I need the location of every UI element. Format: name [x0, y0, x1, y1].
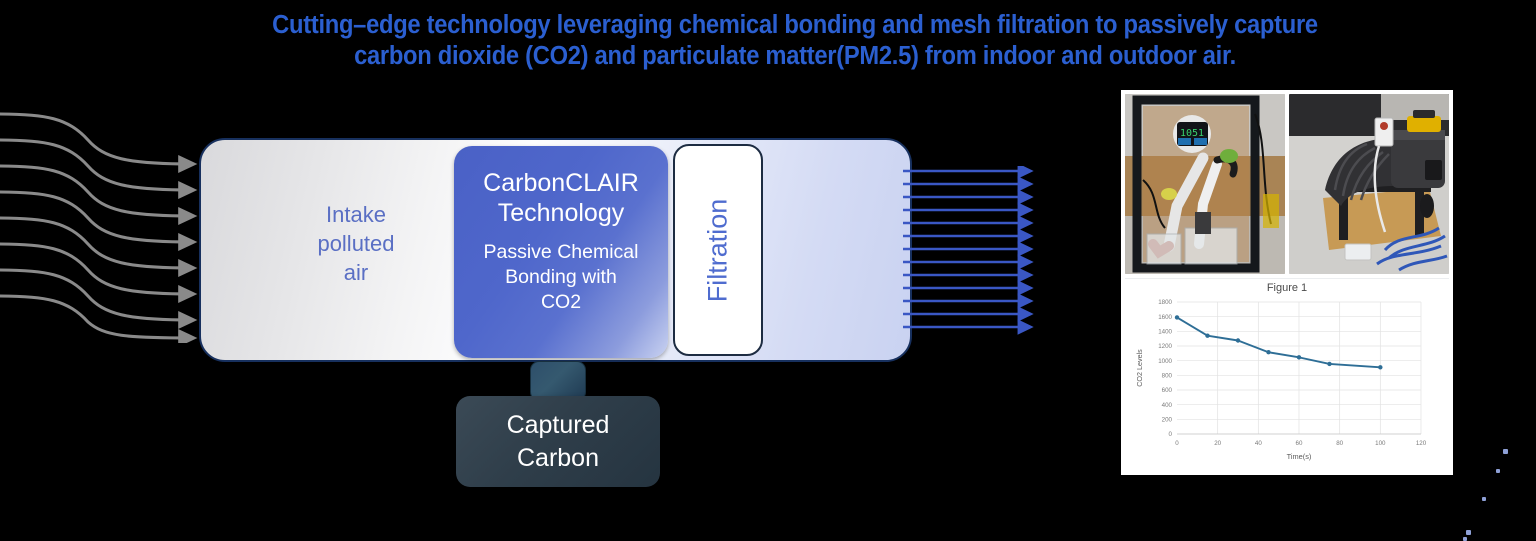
outlet-airflow-arrows	[903, 163, 1043, 338]
svg-text:120: 120	[1416, 440, 1427, 447]
page-title-line-1: Cutting–edge technology leveraging chemi…	[272, 11, 1318, 39]
svg-text:200: 200	[1162, 417, 1173, 424]
decor-dot	[1482, 497, 1486, 501]
decor-dot	[1466, 530, 1471, 535]
svg-text:800: 800	[1162, 373, 1173, 380]
co2-chamber-photo: 1051	[1125, 94, 1285, 274]
decor-dot	[1463, 537, 1467, 541]
carbonclair-title-line-1: CarbonCLAIR	[483, 169, 639, 197]
svg-text:0: 0	[1175, 440, 1179, 447]
captured-carbon-line-1: Captured	[506, 410, 610, 439]
carbonclair-sub-line-1: Passive Chemical	[483, 241, 639, 263]
captured-carbon-line-2: Carbon	[517, 443, 599, 472]
page-title: Cutting–edge technology leveraging chemi…	[232, 10, 1357, 72]
chart-ylabel: CO2 Levels	[1135, 349, 1144, 387]
chart-title: Figure 1	[1266, 282, 1308, 294]
svg-text:60: 60	[1296, 440, 1303, 447]
filtration-box: Filtration	[673, 144, 763, 356]
decor-dot	[1496, 469, 1500, 473]
svg-text:1400: 1400	[1158, 329, 1172, 336]
decor-dot	[1503, 449, 1508, 454]
svg-text:1200: 1200	[1158, 343, 1172, 350]
svg-text:100: 100	[1375, 440, 1386, 447]
svg-text:1000: 1000	[1158, 358, 1172, 365]
svg-text:80: 80	[1336, 440, 1343, 447]
intake-label-line-3: air	[343, 260, 369, 285]
duct-fan-rig-photo	[1289, 94, 1449, 274]
carbonclair-title-line-2: Technology	[497, 199, 625, 227]
svg-text:1051: 1051	[1180, 128, 1204, 139]
device-container: Intake polluted air CarbonCLAIR Technolo…	[199, 138, 912, 362]
inlet-airflow-arrows	[0, 108, 211, 347]
svg-text:1600: 1600	[1158, 314, 1172, 321]
intake-label-line-2: polluted	[317, 231, 395, 256]
captured-carbon-connector	[530, 361, 586, 401]
page-title-line-2: carbon dioxide (CO2) and particulate mat…	[354, 42, 1236, 70]
filtration-label: Filtration	[702, 198, 733, 302]
svg-text:40: 40	[1255, 440, 1262, 447]
svg-text:1800: 1800	[1158, 299, 1172, 306]
captured-carbon-box: Captured Carbon	[456, 396, 660, 487]
svg-text:600: 600	[1162, 387, 1173, 394]
carbonclair-sub-line-2: Bonding with	[505, 266, 617, 288]
svg-text:20: 20	[1214, 440, 1221, 447]
carbonclair-title: CarbonCLAIR Technology	[454, 168, 668, 228]
svg-text:0: 0	[1169, 431, 1173, 438]
intake-label: Intake polluted air	[261, 200, 451, 287]
photo-row: 1051	[1125, 94, 1449, 274]
carbonclair-sub-line-3: CO2	[540, 291, 582, 313]
carbonclair-technology-box: CarbonCLAIR Technology Passive Chemical …	[454, 146, 668, 358]
carbonclair-subtitle: Passive Chemical Bonding with CO2	[454, 240, 668, 315]
svg-text:400: 400	[1162, 402, 1173, 409]
evidence-panel: 1051	[1121, 90, 1453, 475]
intake-label-line-1: Intake	[326, 202, 386, 227]
chart-xlabel: Time(s)	[1287, 452, 1312, 461]
